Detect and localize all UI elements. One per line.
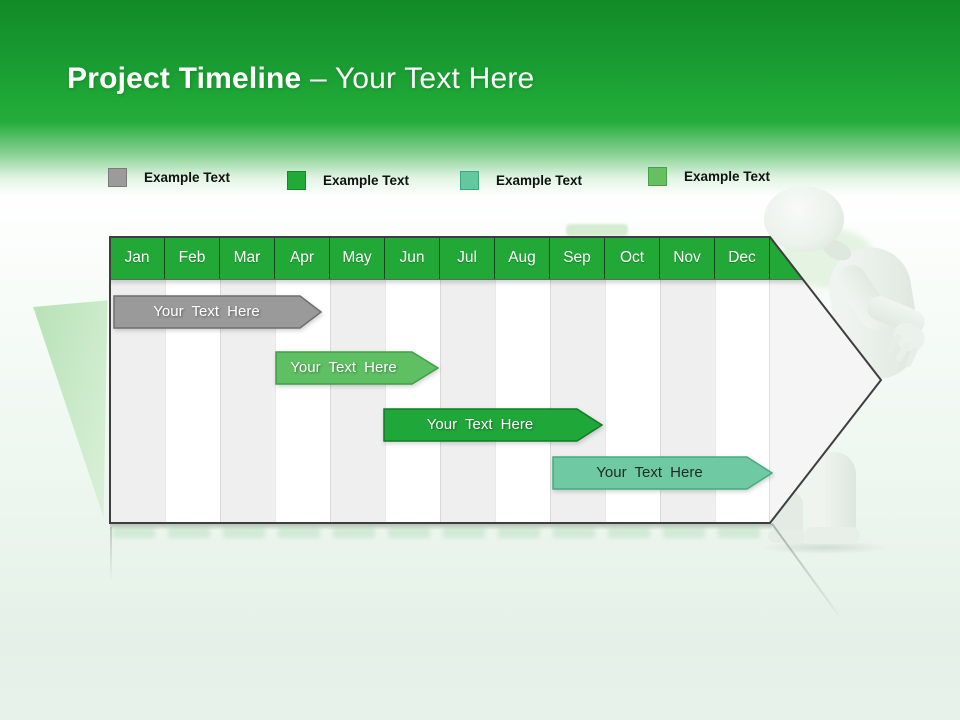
month-cell: Dec <box>715 237 770 279</box>
month-cell: Oct <box>605 237 660 279</box>
gantt-bar: Your Text Here <box>113 295 323 329</box>
column-stripe <box>385 280 440 523</box>
month-cell: May <box>330 237 385 279</box>
gantt-bar: Your Text Here <box>383 408 604 442</box>
legend-label: Example Text <box>496 173 583 188</box>
legend-item: Example Text <box>648 167 770 186</box>
header-banner <box>0 0 960 200</box>
month-cell: Sep <box>550 237 605 279</box>
legend-swatch <box>287 171 306 190</box>
watermark-strip <box>566 224 628 236</box>
gantt-bar-label: Your Text Here <box>153 303 260 320</box>
column-stripe <box>440 280 495 523</box>
person-head <box>764 186 844 252</box>
column-stripe <box>330 280 385 523</box>
legend: Example Text Example Text Example Text Exam… <box>0 0 960 190</box>
column-stripe <box>495 280 550 523</box>
legend-item: Example Text <box>460 171 582 190</box>
gantt-bar-label: Your Text Here <box>426 416 534 433</box>
legend-swatch <box>648 167 667 186</box>
month-cell: Apr <box>275 237 330 279</box>
month-cell: Jun <box>385 237 440 279</box>
month-cell: Nov <box>660 237 715 279</box>
month-cell: Feb <box>165 237 220 279</box>
month-cell: Mar <box>220 237 275 279</box>
title-main: Project Timeline <box>67 62 302 95</box>
gantt-bar: Your Text Here <box>275 351 440 385</box>
legend-swatch <box>108 168 127 187</box>
legend-item: Example Text <box>287 171 409 190</box>
legend-label: Example Text <box>323 173 410 188</box>
title-subtitle: – Your Text Here <box>301 62 535 95</box>
month-cell: Aug <box>495 237 550 279</box>
gantt-bar: Your Text Here <box>552 456 774 490</box>
gantt-bar-label: Your Text Here <box>290 359 397 376</box>
legend-item: Example Text <box>108 168 230 187</box>
legend-label: Example Text <box>684 169 771 184</box>
legend-swatch <box>460 171 479 190</box>
legend-label: Example Text <box>144 170 231 185</box>
page-title: Project Timeline – Your Text Here <box>67 62 534 96</box>
month-cell: Jul <box>440 237 495 279</box>
person-right-foot <box>804 527 860 544</box>
gantt-bar-label: Your Text Here <box>596 464 703 481</box>
person-left-foot <box>768 530 806 543</box>
month-cell: Jan <box>110 237 165 279</box>
